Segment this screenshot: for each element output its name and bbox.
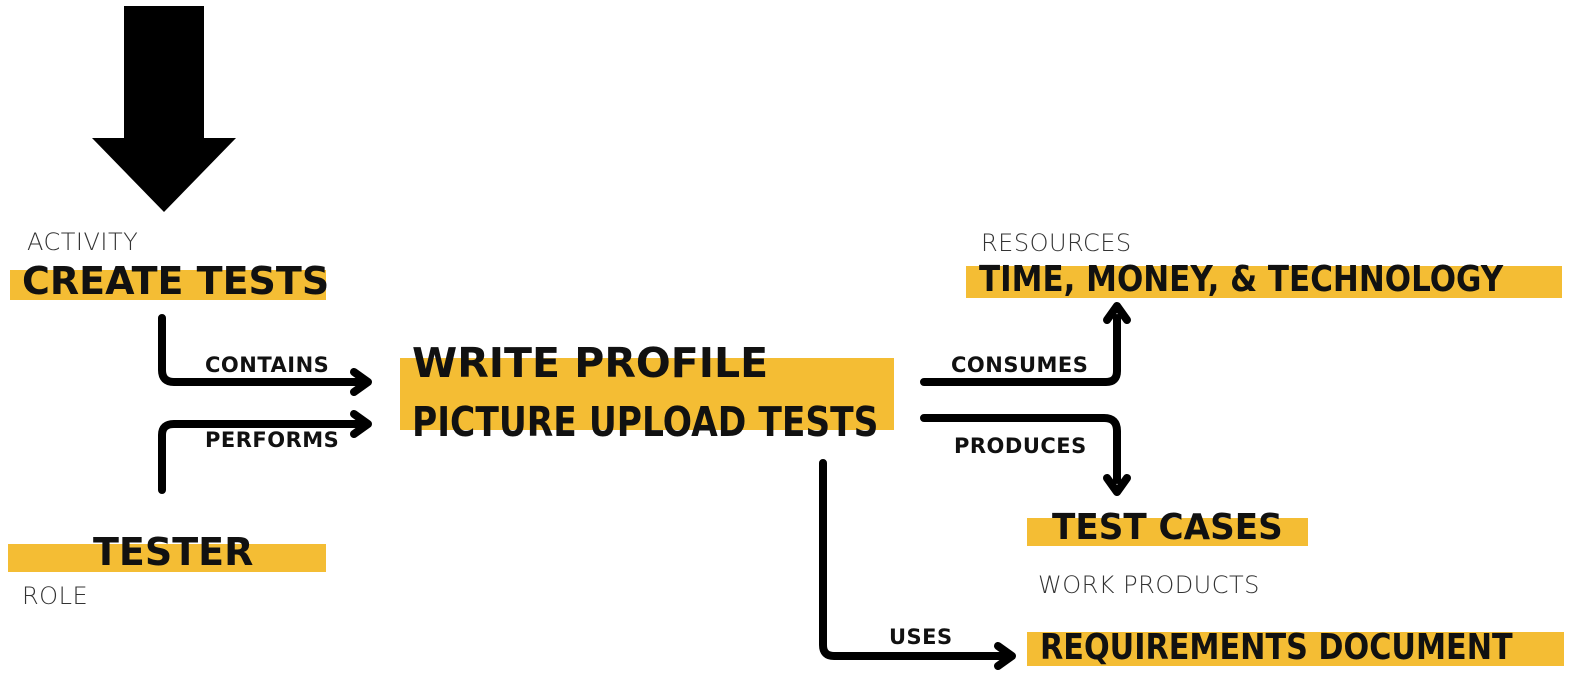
activity-caption: ACTIVITY [27, 228, 139, 256]
work-products-highlight [1027, 518, 1308, 546]
task-label-line2: PICTURE UPLOAD TESTS [412, 398, 879, 446]
produces-label: PRODUCES [954, 434, 1087, 458]
activity-highlight [10, 270, 326, 300]
role-highlight [8, 544, 326, 572]
role-caption: ROLE [22, 582, 89, 610]
role-label: TESTER [93, 530, 254, 574]
resources-label: TIME, MONEY, & TECHNOLOGY [979, 259, 1504, 300]
resources-caption: RESOURCES [981, 229, 1132, 257]
contains-label: CONTAINS [205, 353, 330, 377]
performs-connector [158, 420, 362, 494]
task-highlight [400, 358, 894, 430]
performs-arrowhead [350, 410, 372, 438]
uses-connector [819, 459, 1006, 660]
performs-label: PERFORMS [205, 428, 340, 452]
consumes-connector [920, 314, 1121, 386]
uses-arrowhead [994, 642, 1016, 670]
contains-connector [158, 314, 362, 386]
consumes-arrowhead [1103, 302, 1131, 324]
uses-label: USES [889, 625, 953, 649]
contains-arrowhead [350, 368, 372, 396]
produces-connector [920, 414, 1121, 484]
work-products-label: TEST CASES [1052, 507, 1283, 548]
activity-label: CREATE TESTS [22, 259, 330, 303]
task-label-line1: WRITE PROFILE [412, 339, 769, 387]
consumes-label: CONSUMES [951, 353, 1089, 377]
big-down-arrow [92, 6, 236, 212]
work-products-caption: WORK PRODUCTS [1038, 571, 1260, 599]
produces-arrowhead [1103, 474, 1131, 496]
requirements-highlight [1027, 632, 1564, 666]
requirements-label: REQUIREMENTS DOCUMENT [1040, 627, 1513, 668]
resources-highlight [966, 266, 1562, 298]
